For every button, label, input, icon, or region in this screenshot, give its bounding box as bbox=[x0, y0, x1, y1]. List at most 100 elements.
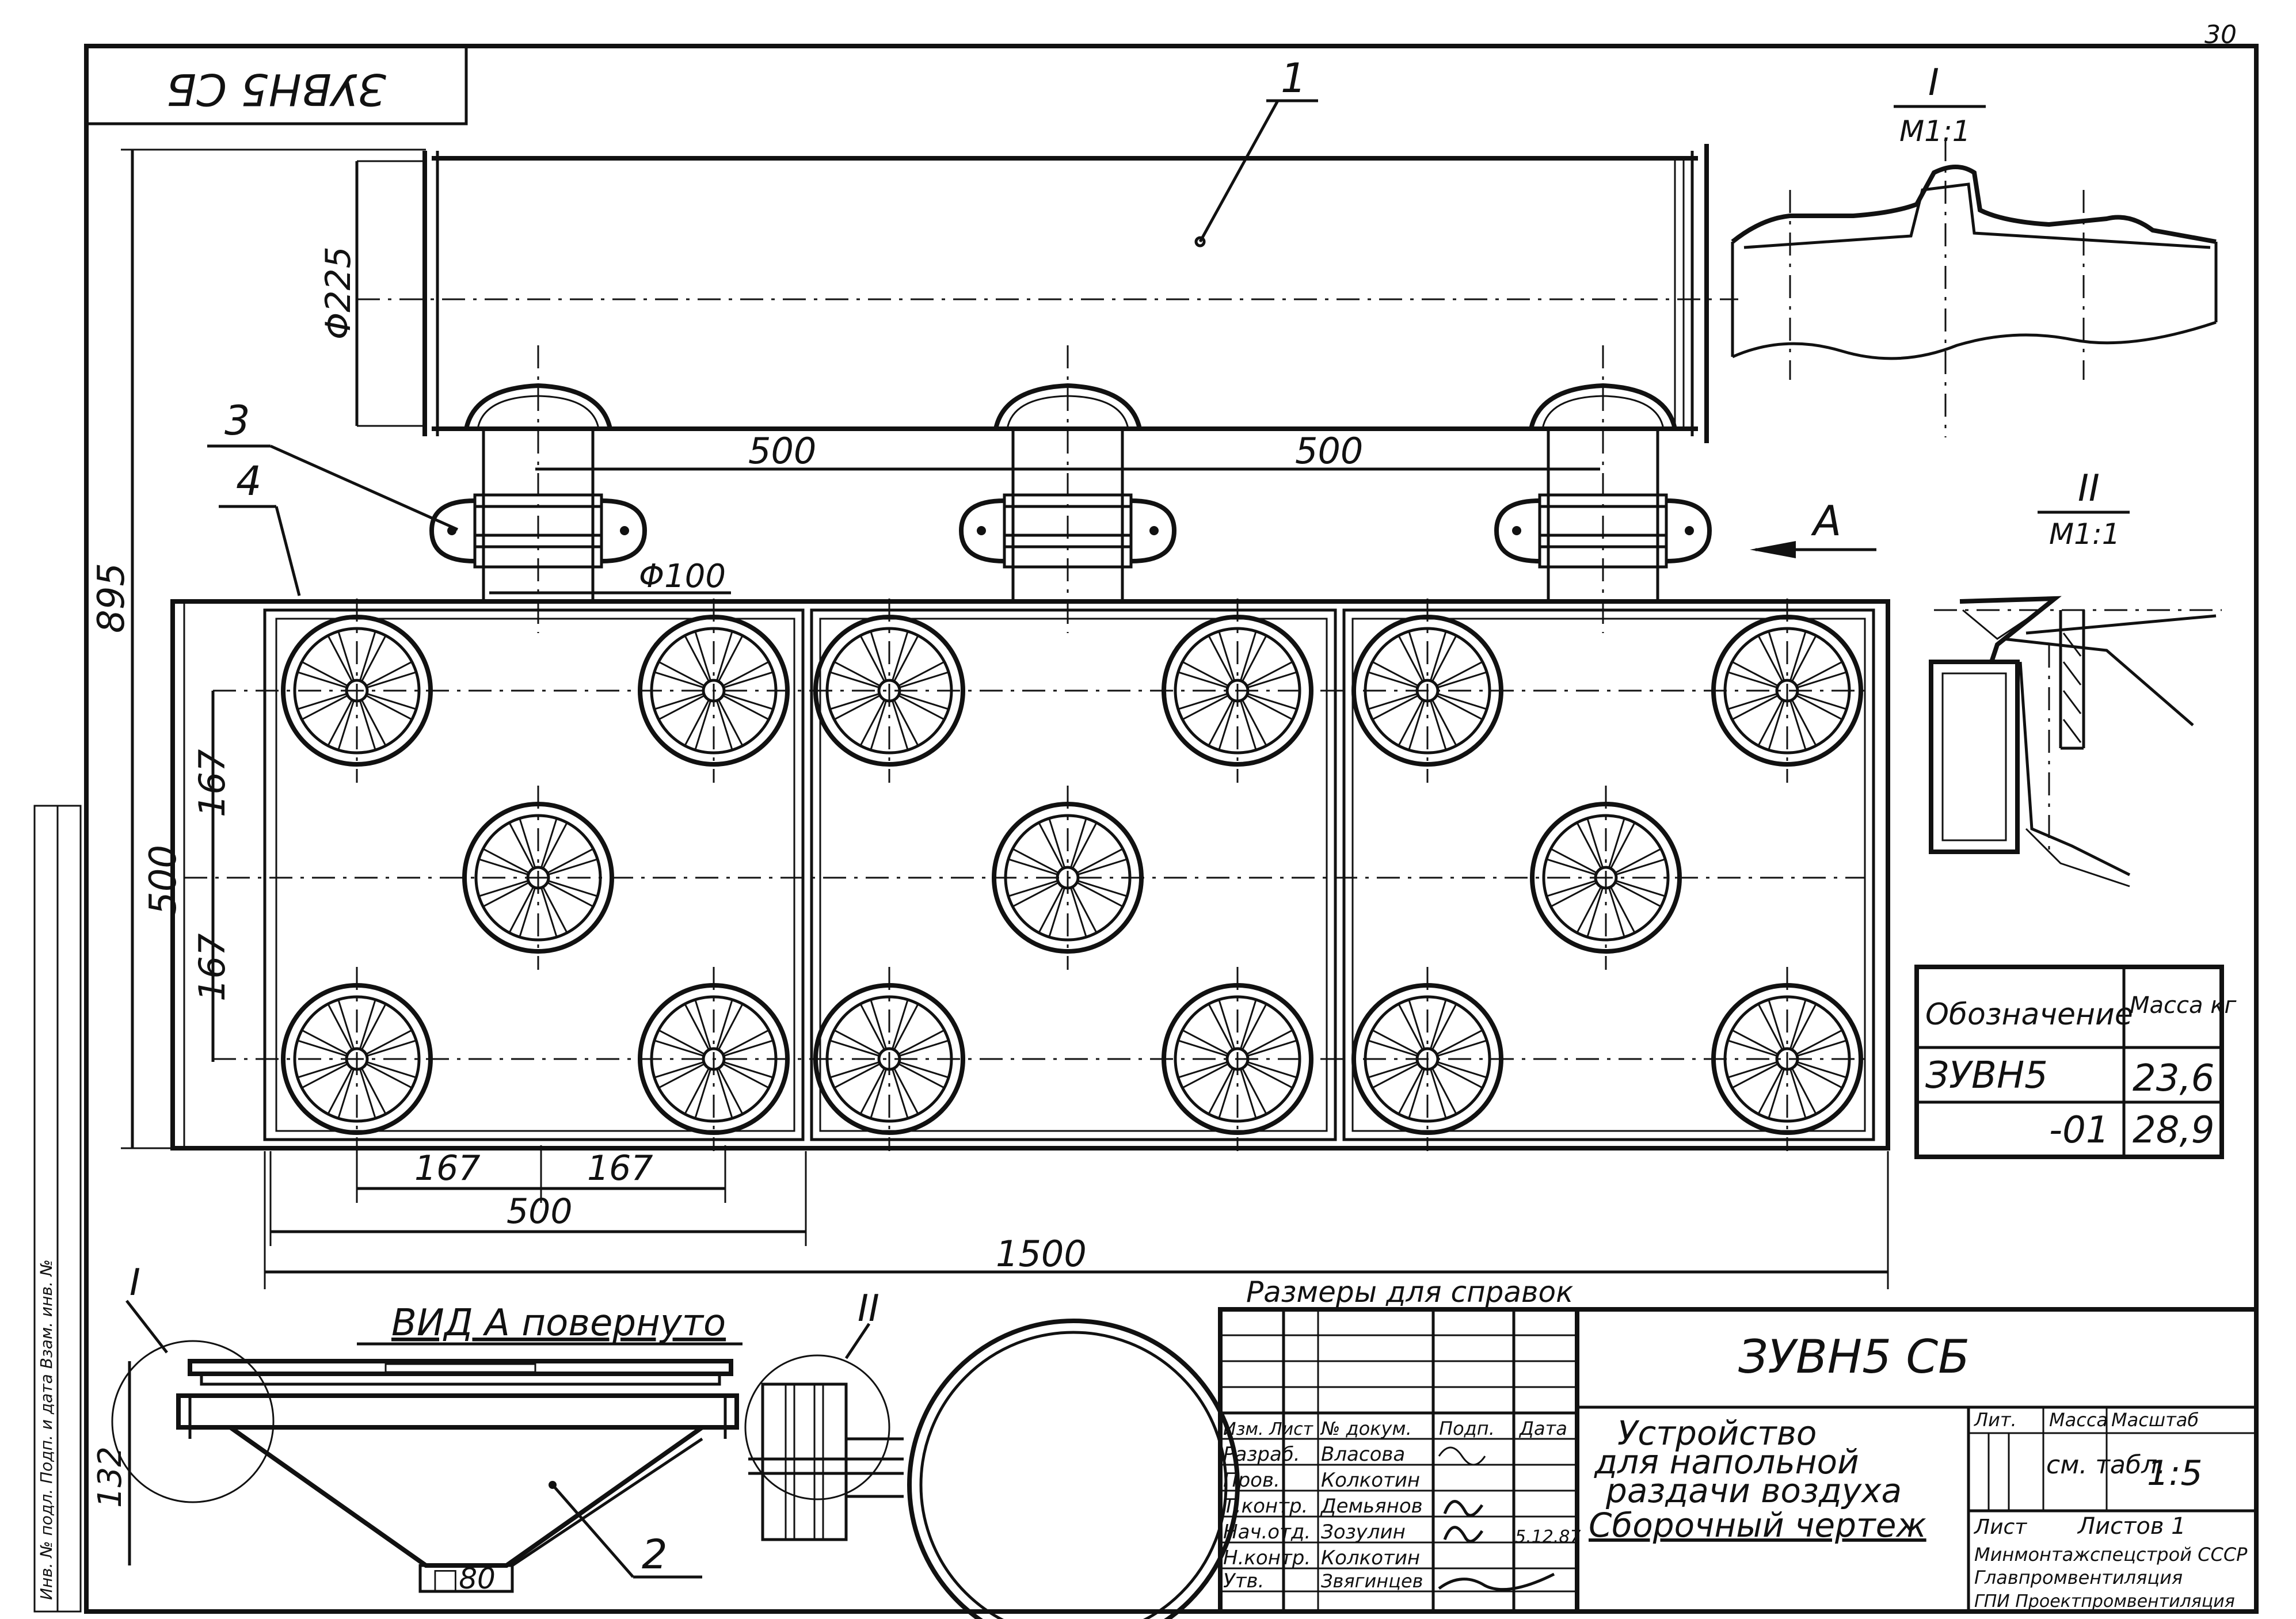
callout-1-leader bbox=[1198, 100, 1280, 243]
nozzle bbox=[1494, 345, 1712, 633]
panel-sections bbox=[263, 608, 1875, 1141]
title-name-5: Колкотин bbox=[1321, 1546, 1420, 1570]
title-sheet: Лист bbox=[1973, 1515, 2027, 1539]
view-a-arrow bbox=[1750, 541, 1796, 558]
mass-table bbox=[1914, 965, 2224, 1159]
section-ref-2-bottom: М1:1 bbox=[2049, 517, 2120, 551]
mass-table-row-2-designation: -01 bbox=[2049, 1109, 2110, 1152]
title-block-frame bbox=[1218, 1307, 2259, 1614]
section-callout-2: II bbox=[858, 1287, 879, 1330]
dim-panel-width: 500 bbox=[507, 1191, 573, 1232]
view-a-nozzle bbox=[748, 1319, 1240, 1619]
dim-overall-length: 1500 bbox=[996, 1233, 1087, 1275]
section-ref-1-bottom: М1:1 bbox=[1899, 115, 1971, 148]
diffuser bbox=[281, 599, 433, 783]
mass-table-head-mass: Масса кг bbox=[2130, 992, 2237, 1019]
view-a-title: ВИД А повернуто bbox=[391, 1302, 726, 1344]
callout-3: 3 bbox=[224, 397, 250, 444]
title-name-line3: раздачи воздуха bbox=[1605, 1471, 1902, 1510]
title-name-6: Звягинцев bbox=[1321, 1570, 1423, 1592]
title-name-line4: Сборочный чертеж bbox=[1589, 1506, 1926, 1545]
callout-4-leader bbox=[275, 506, 301, 596]
title-role-2: Пров. bbox=[1223, 1469, 1280, 1492]
title-col-sign: Подп. bbox=[1439, 1418, 1495, 1439]
title-doc-code: ЗУВН5 СБ bbox=[1738, 1330, 1970, 1384]
diffuser bbox=[638, 599, 790, 783]
nozzle bbox=[958, 345, 1177, 633]
dim-view-height: 132 bbox=[92, 1446, 129, 1508]
diffuser bbox=[1530, 786, 1682, 970]
section-callout-1: I bbox=[130, 1262, 140, 1304]
callout-3-leader bbox=[269, 444, 459, 531]
section-circle-2 bbox=[744, 1354, 890, 1500]
diffuser bbox=[813, 967, 965, 1151]
dim-spacing-1: 500 bbox=[748, 430, 816, 472]
title-hdr-lit: Лит. bbox=[1974, 1409, 2017, 1431]
dim-nozzle-diameter: Φ100 bbox=[639, 558, 726, 595]
title-role-3: Т.контр. bbox=[1223, 1495, 1308, 1518]
page-number: 30 bbox=[2204, 20, 2237, 49]
title-hdr-mass: Масса bbox=[2049, 1409, 2108, 1431]
diffuser bbox=[638, 967, 790, 1151]
title-name-4: Зозулин bbox=[1321, 1521, 1406, 1544]
diffuser bbox=[1711, 967, 1863, 1151]
reference-note: Размеры для справок bbox=[1246, 1275, 1573, 1309]
title-name-2: Колкотин bbox=[1321, 1469, 1420, 1492]
section-ref-1-top: I bbox=[1928, 62, 1939, 104]
dim-row-pitch-2: 167 bbox=[191, 934, 233, 1001]
dim-row-pitch-1: 167 bbox=[191, 749, 233, 817]
title-name-1: Власова bbox=[1321, 1443, 1405, 1466]
dim-col-pitch-1: 167 bbox=[414, 1148, 481, 1188]
corner-stamp-box bbox=[85, 44, 468, 125]
callout-1: 1 bbox=[1281, 55, 1307, 102]
view-a-label: A bbox=[1811, 497, 1841, 545]
title-name-0: № докум. bbox=[1320, 1418, 1412, 1439]
title-scale-value: 1:5 bbox=[2147, 1453, 2203, 1494]
title-date-value: 5.12.87 bbox=[1515, 1527, 1581, 1547]
dim-pipe-diameter: Φ225 bbox=[318, 246, 359, 340]
diffuser bbox=[1351, 967, 1503, 1151]
mass-table-row-1-mass: 23,6 bbox=[2133, 1057, 2215, 1100]
title-name-line1: Устройство bbox=[1617, 1414, 1817, 1453]
side-strip-text: Инв. № подл. Подп. и дата Взам. инв. № bbox=[37, 1259, 56, 1600]
callout-2-leader bbox=[551, 1484, 634, 1578]
diffuser bbox=[1162, 967, 1313, 1151]
dim-panel-height: 500 bbox=[142, 845, 185, 915]
section-circle-1 bbox=[111, 1340, 275, 1503]
corner-stamp: ЗУВН5 СБ bbox=[166, 64, 386, 115]
title-role-4: Нач.отд. bbox=[1223, 1521, 1311, 1544]
section-1-detail bbox=[1731, 138, 2218, 437]
title-sheets: Листов 1 bbox=[2077, 1513, 2186, 1540]
title-role-5: Н.контр. bbox=[1223, 1546, 1311, 1570]
title-org-line1: Минмонтажспецстрой СССР bbox=[1974, 1544, 2248, 1565]
diffuser bbox=[1711, 599, 1863, 783]
title-mass-value: см. табл. bbox=[2046, 1450, 2165, 1480]
callout-4: 4 bbox=[236, 458, 262, 505]
diffuser bbox=[813, 599, 965, 783]
diffuser bbox=[462, 786, 614, 970]
dim-outlet-size: □80 bbox=[432, 1562, 496, 1595]
title-org-line3: ГПИ Проектпромвентиляция bbox=[1974, 1591, 2235, 1612]
section-2-detail bbox=[1929, 596, 2222, 887]
title-col-date: Дата bbox=[1518, 1418, 1567, 1439]
panel-outer bbox=[170, 599, 1890, 1151]
diffuser bbox=[281, 967, 433, 1151]
view-a-drawing bbox=[176, 1359, 739, 1593]
dim-col-pitch-2: 167 bbox=[587, 1148, 653, 1188]
mass-table-row-2-mass: 28,9 bbox=[2133, 1109, 2215, 1152]
nozzle-group bbox=[429, 345, 1712, 633]
diffuser bbox=[1162, 599, 1313, 783]
title-hdr-scale: Масштаб bbox=[2111, 1409, 2199, 1431]
diffuser bbox=[1351, 599, 1503, 783]
dim-overall-height: 895 bbox=[90, 563, 133, 633]
section-ref-2-top: II bbox=[2078, 467, 2100, 510]
title-role-6: Утв. bbox=[1223, 1570, 1264, 1593]
diffuser-group bbox=[281, 599, 1863, 1151]
callout-2: 2 bbox=[642, 1531, 668, 1578]
dim-spacing-2: 500 bbox=[1295, 430, 1363, 472]
nozzle bbox=[429, 345, 648, 633]
title-role-0: Изм. Лист bbox=[1223, 1419, 1314, 1439]
title-org-line2: Главпромвентиляция bbox=[1974, 1567, 2183, 1588]
mass-table-row-1-designation: ЗУВН5 bbox=[1925, 1054, 2048, 1097]
